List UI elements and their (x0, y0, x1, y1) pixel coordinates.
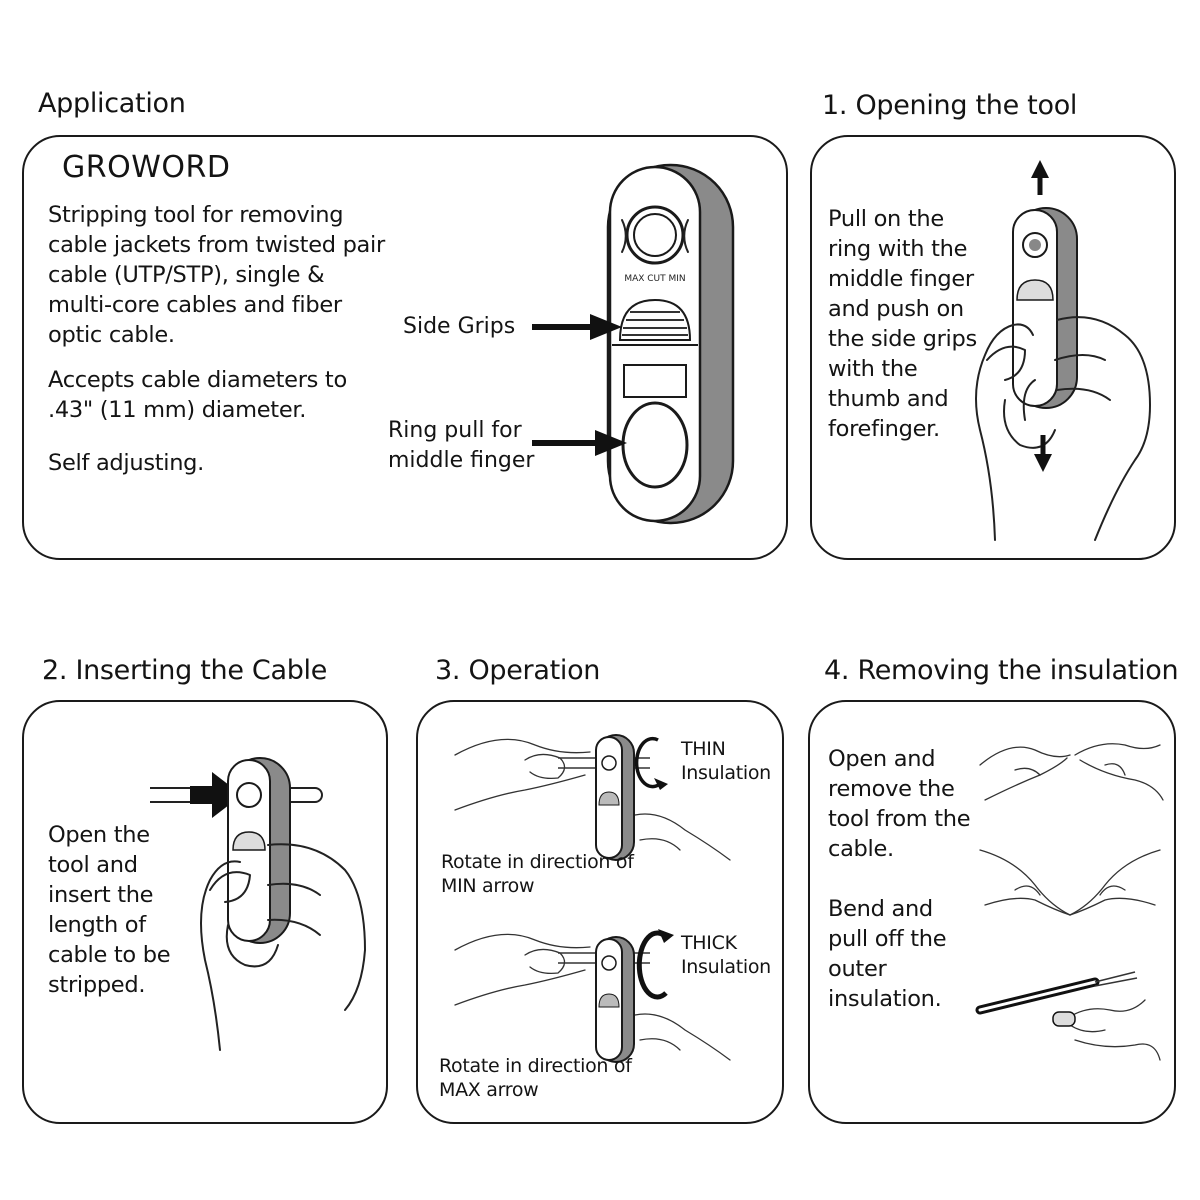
arrow-right-icon (532, 430, 627, 456)
ring-pull-label: Ring pull for middle finger (388, 418, 535, 473)
step1-panel (810, 135, 1176, 560)
diameter-text: Accepts cable diameters to .43" (11 mm) … (48, 367, 347, 423)
step1-heading: 1. Opening the tool (822, 90, 1078, 121)
thick-insulation-label: THICK Insulation (681, 932, 771, 978)
step2-text: Open the tool and insert the length of c… (48, 822, 171, 998)
step4-bend-text: Bend and pull off the outer insulation. (828, 896, 947, 1012)
arrow-up-icon (1031, 160, 1049, 195)
step3-thin-illustration (454, 734, 731, 861)
hand-icon (454, 738, 731, 861)
hand-icon (454, 933, 731, 1061)
step3-thick-illustration (454, 929, 731, 1063)
step3-heading: 3. Operation (435, 655, 601, 686)
step2-illustration (150, 757, 366, 1051)
cable-stripper-tool-icon: MAX CUT MIN (606, 163, 735, 525)
hand-icon (979, 849, 1161, 916)
rotate-arrow-icon (636, 929, 674, 1000)
cable-icon (975, 971, 1138, 1015)
self-adjusting-text: Self adjusting. (48, 450, 205, 476)
rotate-arrow-icon (634, 736, 668, 790)
thin-caption: Rotate in direction of MIN arrow (441, 851, 634, 897)
tool-marking: MAX CUT MIN (624, 274, 685, 284)
step1-illustration (975, 160, 1151, 541)
arrow-right-icon (532, 314, 622, 340)
description-text: Stripping tool for removing cable jacket… (48, 202, 385, 348)
hand-icon (1064, 999, 1161, 1061)
step2-panel (22, 700, 388, 1124)
thin-insulation-label: THIN Insulation (681, 738, 771, 784)
step4-heading: 4. Removing the insulation (824, 655, 1179, 686)
ring-pull-hole (621, 401, 689, 489)
thick-caption: Rotate in direction of MAX arrow (439, 1055, 632, 1101)
step1-text: Pull on the ring with the middle finger … (828, 206, 977, 442)
application-heading: Application (38, 88, 186, 119)
hand-icon (979, 743, 1164, 801)
step4-illustration (975, 743, 1164, 1061)
hand-icon (975, 316, 1151, 541)
side-grips-label: Side Grips (403, 314, 516, 339)
step4-open-text: Open and remove the tool from the cable. (828, 746, 971, 862)
brand-name: GROWORD (62, 150, 231, 185)
arrow-down-icon (1034, 435, 1052, 472)
hand-icon (200, 843, 366, 1051)
step4-panel (808, 700, 1176, 1124)
step2-heading: 2. Inserting the Cable (42, 655, 328, 686)
